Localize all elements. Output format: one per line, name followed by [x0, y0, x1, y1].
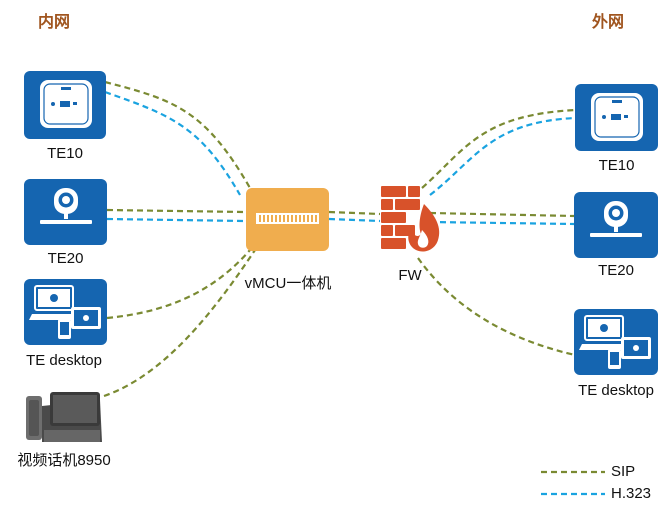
vmcu-label: vMCU一体机 — [244, 275, 332, 292]
desktop-devices-icon — [579, 315, 651, 369]
zone-inner-label: 内网 — [38, 12, 71, 31]
left-phone-label: 视频话机8950 — [17, 452, 111, 469]
te10-box-icon — [591, 93, 643, 141]
sip-link-right-te20 — [429, 211, 575, 218]
left-te20-device — [24, 179, 107, 245]
right-desktop-label: TE desktop — [578, 382, 654, 399]
vmcu-server-icon — [256, 213, 319, 224]
zone-outer-label: 外网 — [592, 12, 625, 31]
right-te10-label: TE10 — [598, 157, 635, 174]
legend-sip-label: SIP — [611, 463, 636, 480]
left-desktop-device — [24, 279, 107, 345]
left-te10-device — [24, 71, 106, 139]
sip-link-left-phone — [103, 249, 256, 398]
h323-link-right-te10 — [429, 116, 576, 196]
left-te10-label: TE10 — [47, 145, 83, 162]
sip-link-right-te10 — [421, 108, 576, 189]
h323-link-vmcu-fw — [328, 217, 381, 223]
sip-link-vmcu-fw — [328, 210, 381, 216]
h323-link-right-te20 — [429, 220, 575, 226]
te20-camera-icon — [40, 188, 92, 224]
left-te20-label: TE20 — [47, 250, 84, 267]
h323-link-left-te20 — [106, 217, 246, 223]
right-desktop-device — [574, 309, 658, 375]
firewall-icon — [381, 186, 440, 252]
sip-link-right-desktop — [417, 257, 576, 357]
firewall-device — [378, 182, 442, 262]
sip-link-left-desktop — [106, 249, 251, 320]
vmcu-device — [246, 188, 329, 251]
desktop-devices-icon — [29, 285, 101, 339]
firewall-label: FW — [398, 267, 422, 284]
sip-link-left-te10 — [104, 80, 251, 189]
left-desktop-label: TE desktop — [26, 352, 102, 369]
right-te20-label: TE20 — [598, 262, 634, 279]
h323-link-left-te10 — [104, 90, 241, 196]
left-phone-device — [22, 386, 106, 446]
legend-h323-label: H.323 — [611, 485, 652, 502]
te10-box-icon — [40, 80, 92, 128]
video-phone-icon — [26, 392, 102, 442]
sip-link-left-te20 — [106, 208, 246, 214]
te20-camera-icon — [590, 201, 642, 237]
right-te10-device — [575, 84, 658, 151]
right-te20-device — [574, 192, 658, 258]
